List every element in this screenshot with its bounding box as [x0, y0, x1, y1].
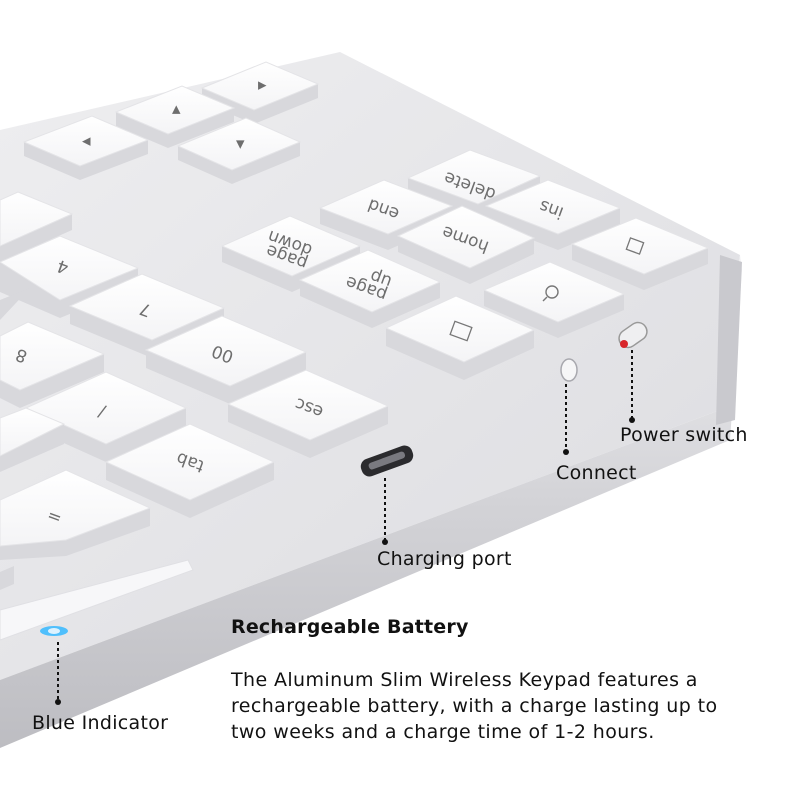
charging-port [360, 445, 414, 477]
arrow-left-key[interactable]: ◂ [22, 115, 150, 180]
search-key[interactable] [482, 261, 626, 338]
svg-text:◂: ◂ [82, 131, 91, 151]
left-partial-key[interactable] [0, 288, 30, 320]
svg-text:▴: ▴ [172, 99, 181, 119]
arrow-up-key[interactable]: ▴ [114, 85, 236, 148]
blue-indicator-label: Blue Indicator [32, 712, 169, 734]
svg-text:▾: ▾ [236, 134, 245, 154]
equals-key[interactable]: = [0, 469, 152, 560]
key-slash[interactable]: / [24, 371, 188, 462]
battery-title: Rechargeable Battery [231, 616, 469, 638]
page-up-key[interactable]: page up [298, 249, 442, 328]
svg-text:▸: ▸ [258, 75, 267, 95]
end-key[interactable]: end [318, 179, 454, 250]
light-strip [0, 559, 194, 641]
screenshot-key[interactable] [570, 217, 710, 290]
charging-port-label: Charging port [377, 548, 512, 570]
battery-description: The Aluminum Slim Wireless Keypad featur… [231, 669, 718, 743]
key-8[interactable]: 8 [0, 321, 106, 408]
keyboard-right-edge [716, 255, 742, 425]
power-switch-label: Power switch [620, 424, 748, 446]
esc-key[interactable]: esc [226, 369, 390, 458]
connect-button[interactable] [560, 358, 578, 382]
search-icon [545, 285, 559, 299]
power-switch[interactable] [616, 319, 651, 351]
menu-icon [449, 320, 473, 342]
left-edge-key[interactable] [0, 407, 66, 472]
arrow-down-key[interactable]: ▾ [176, 117, 302, 184]
home-key[interactable]: home [396, 205, 536, 284]
bottom-left-partial-key[interactable] [0, 566, 14, 590]
menu-key[interactable] [384, 295, 536, 380]
keyboard-front-edge [0, 255, 742, 748]
connect-label: Connect [556, 462, 637, 484]
top-left-partial-key[interactable] [0, 191, 74, 262]
key-00[interactable]: 00 [144, 315, 308, 404]
screenshot-icon [625, 237, 645, 255]
equals-key-label: = [44, 505, 64, 529]
tab-key[interactable]: tab [104, 423, 276, 518]
